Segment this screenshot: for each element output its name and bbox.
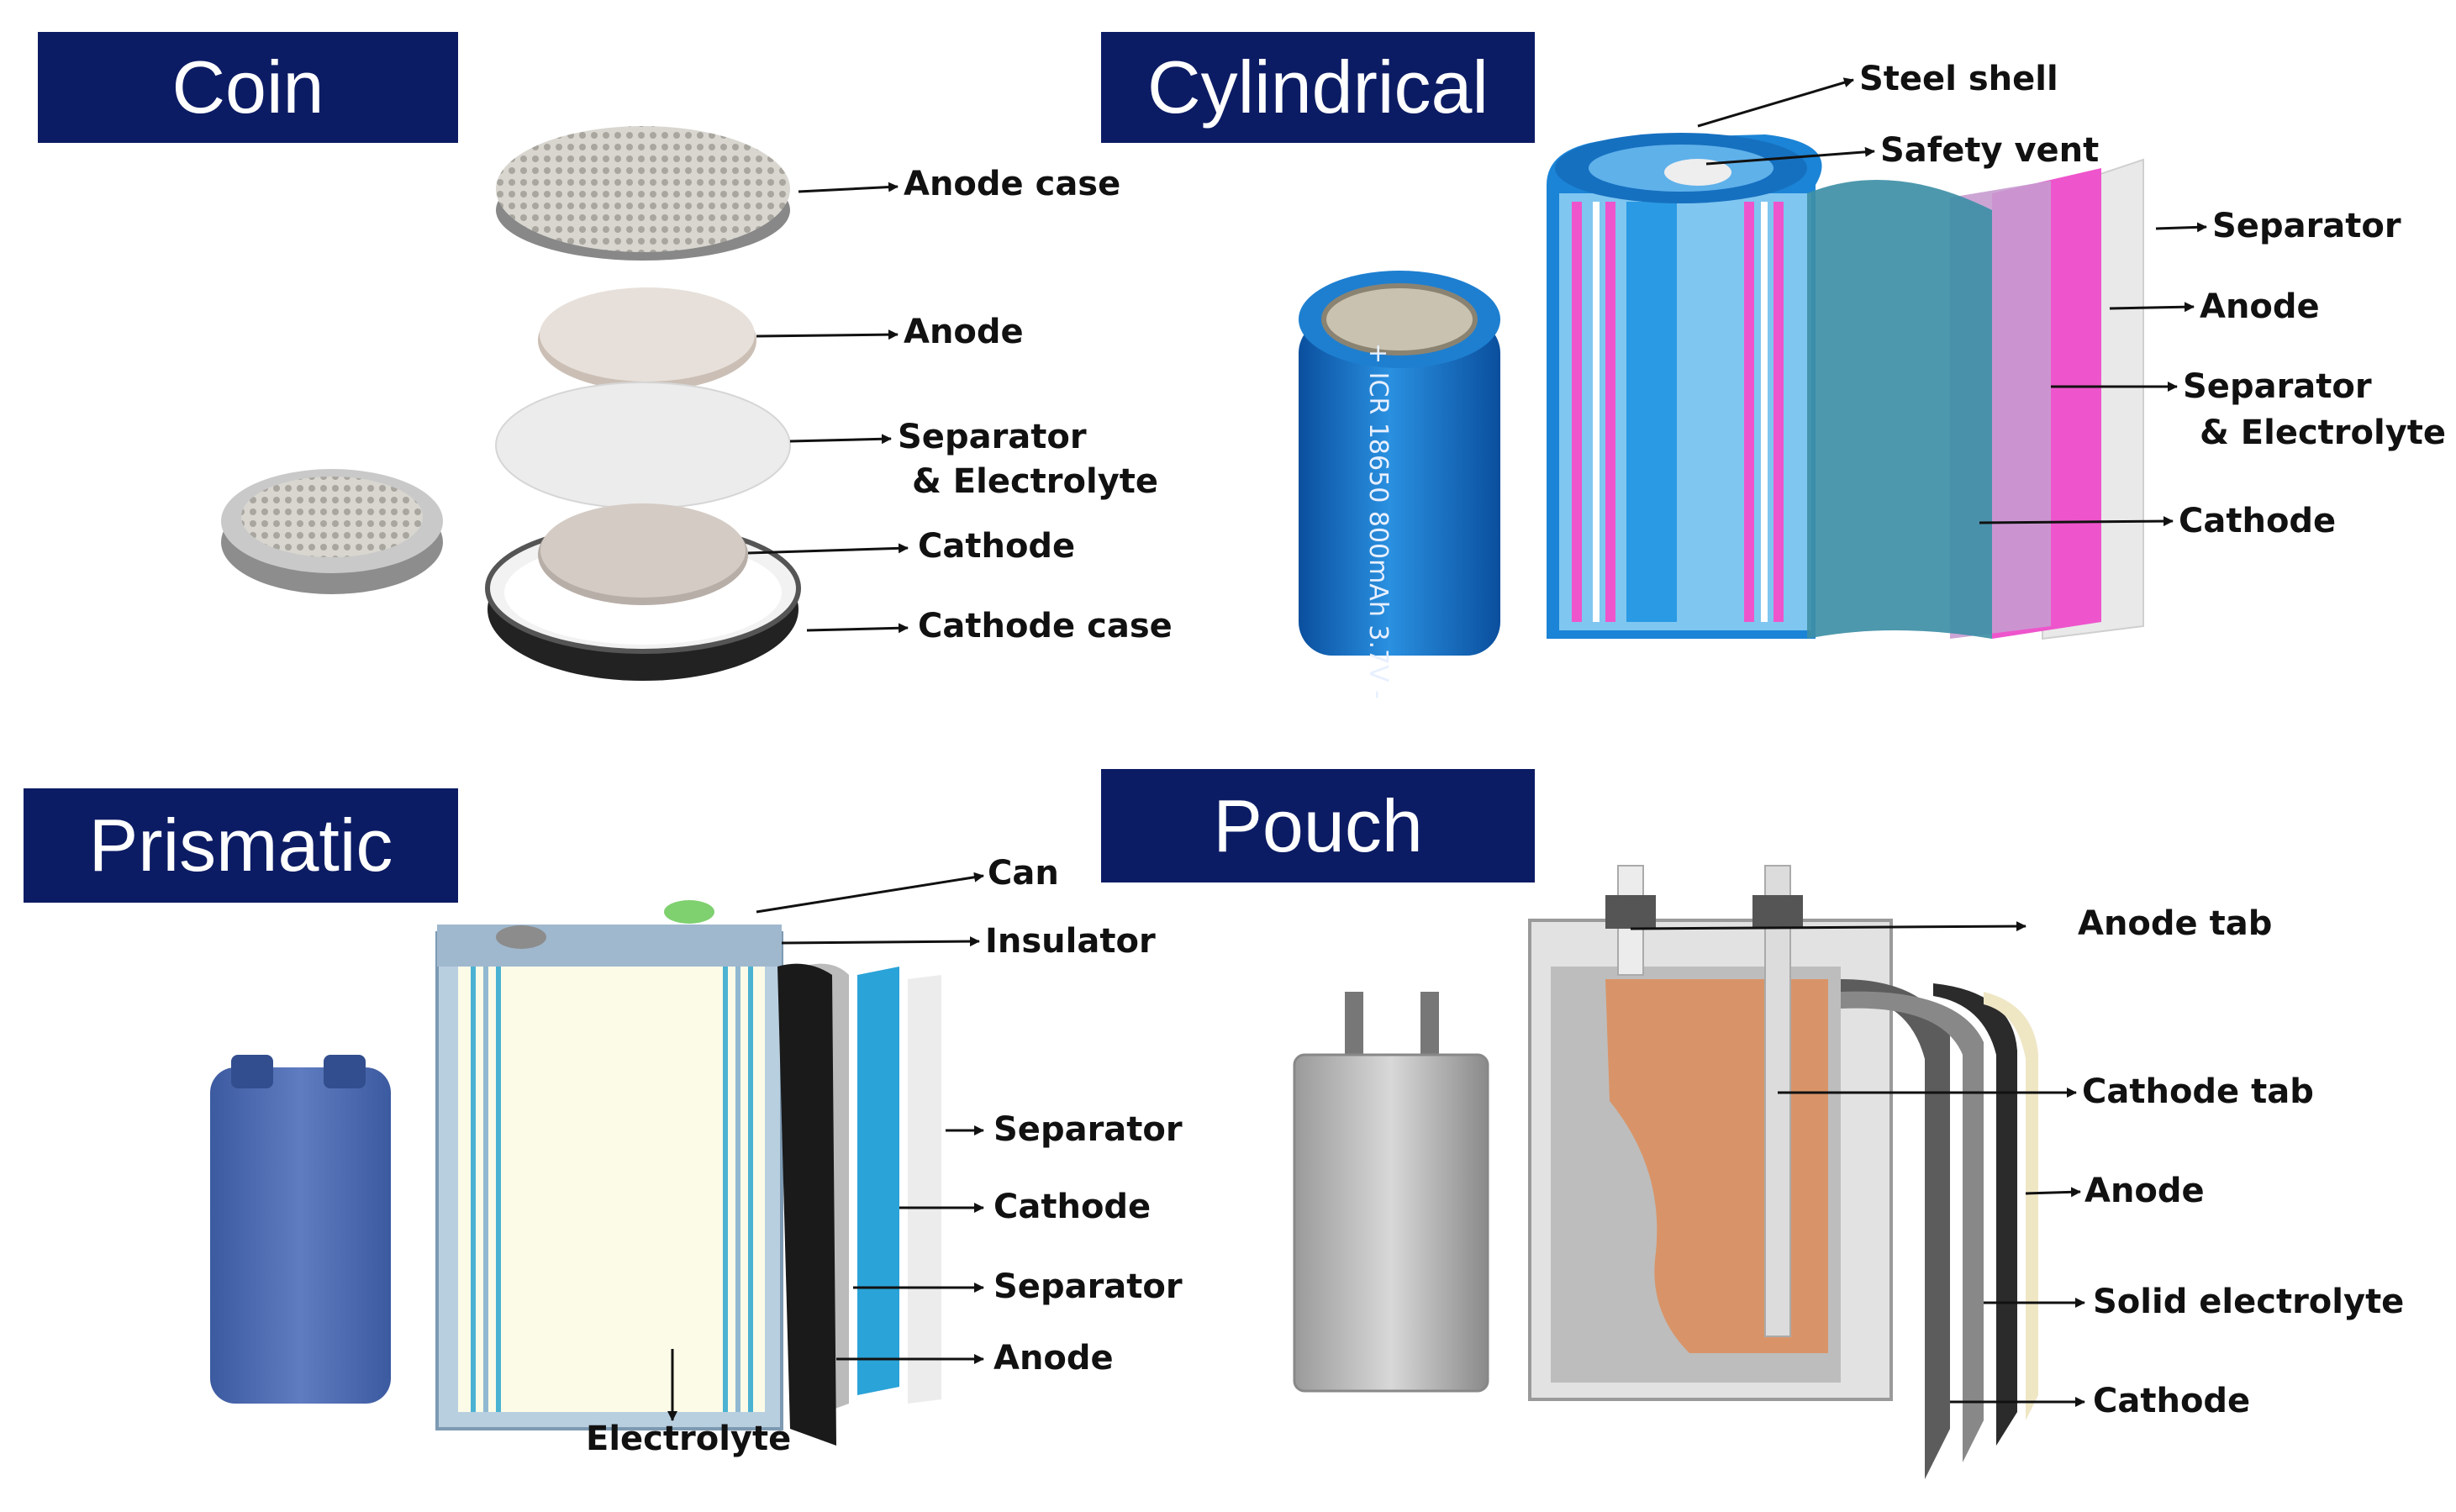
cyl-label-separator-electrolyte-1: Separator xyxy=(2183,367,2372,406)
pris-label-separator-1: Separator xyxy=(993,1110,1183,1149)
cyl-label-separator: Separator xyxy=(2212,207,2401,245)
coin-title: Coin xyxy=(38,32,458,143)
pouch-label-cathode: Cathode xyxy=(2093,1382,2251,1420)
coin-label-anode-case: Anode case xyxy=(904,165,1121,203)
coin-label-cathode-case: Cathode case xyxy=(918,607,1173,645)
cyl-label-separator-electrolyte-2: & Electrolyte xyxy=(2200,414,2447,452)
pris-label-insulator: Insulator xyxy=(985,922,1156,961)
cylindrical-cell-illustration: + ICR 18650 800mAh 3.7V - xyxy=(1299,77,2207,699)
pouch-label-anode-tab: Anode tab xyxy=(2078,904,2273,943)
coin-label-separator: Separator xyxy=(898,418,1087,456)
coin-cell-illustration xyxy=(221,126,909,681)
cyl-label-safety-vent: Safety vent xyxy=(1880,131,2100,170)
pouch-title: Pouch xyxy=(1101,769,1535,882)
pouch-cell-illustration xyxy=(1293,865,2085,1479)
cylindrical-title: Cylindrical xyxy=(1101,32,1535,143)
coin-label-anode: Anode xyxy=(904,313,1024,351)
pris-label-anode: Anode xyxy=(993,1339,1114,1378)
cyl-label-anode: Anode xyxy=(2200,287,2320,326)
pouch-label-anode: Anode xyxy=(2084,1172,2205,1210)
prismatic-cell-illustration xyxy=(210,872,984,1446)
cylinder-marking: + ICR 18650 800mAh 3.7V - xyxy=(1363,343,1393,699)
pris-label-electrolyte: Electrolyte xyxy=(586,1420,792,1458)
cyl-label-cathode: Cathode xyxy=(2179,502,2337,540)
pris-label-cathode: Cathode xyxy=(993,1188,1152,1226)
pouch-label-solid-electrolyte: Solid electrolyte xyxy=(2093,1283,2405,1321)
coin-label-electrolyte: & Electrolyte xyxy=(912,462,1159,501)
pris-label-can: Can xyxy=(988,854,1059,893)
pouch-label-cathode-tab: Cathode tab xyxy=(2082,1072,2314,1111)
pris-label-separator-2: Separator xyxy=(993,1267,1183,1306)
coin-label-cathode: Cathode xyxy=(918,527,1076,566)
cyl-label-steel-shell: Steel shell xyxy=(1859,60,2058,98)
prismatic-title: Prismatic xyxy=(24,788,458,903)
